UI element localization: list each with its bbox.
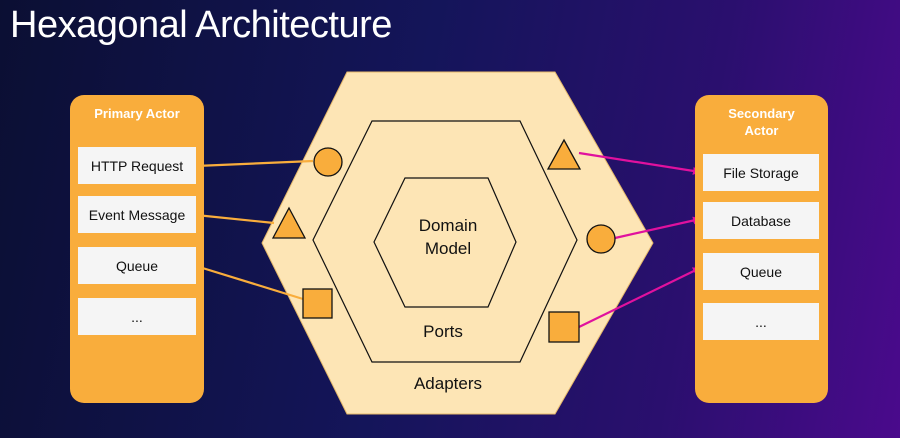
port-triangle-right	[546, 138, 582, 170]
secondary-actor-panel: Secondary Actor File Storage Database Qu…	[695, 95, 828, 403]
primary-actor-item-http-request: HTTP Request	[78, 147, 196, 184]
connector-queue-secondary	[578, 267, 701, 328]
connector-queue-primary	[195, 264, 304, 301]
port-square-right	[548, 311, 580, 343]
domain-model-label-line1: Domain	[418, 216, 478, 235]
domain-model-hexagon	[373, 177, 517, 308]
ports-hexagon	[312, 120, 578, 363]
secondary-actor-item-database: Database	[703, 202, 819, 239]
adapters-label: Adapters	[413, 374, 483, 393]
secondary-actor-item-queue: Queue	[703, 253, 819, 290]
primary-actor-panel: Primary Actor HTTP Request Event Message…	[70, 95, 204, 403]
connector-file-storage	[578, 151, 701, 175]
connector-database	[614, 216, 701, 240]
port-square-left	[302, 288, 333, 319]
primary-actor-item-event-message: Event Message	[78, 196, 196, 233]
port-triangle-left	[271, 206, 307, 239]
domain-model-label: Domain Model	[388, 214, 508, 260]
connector-http-request	[195, 159, 314, 168]
primary-actor-title: Primary Actor	[94, 106, 180, 121]
secondary-actor-item-file-storage: File Storage	[703, 154, 819, 191]
secondary-actor-item-more: ...	[703, 303, 819, 340]
secondary-actor-title: Secondary Actor	[728, 106, 795, 138]
port-circle-left	[313, 147, 343, 177]
port-circle-right	[586, 224, 616, 254]
connector-event-message	[195, 213, 275, 225]
primary-actor-item-queue: Queue	[78, 247, 196, 284]
ports-label: Ports	[423, 322, 463, 341]
primary-actor-item-more: ...	[78, 298, 196, 335]
diagram-title: Hexagonal Architecture	[10, 4, 392, 46]
domain-model-label-line2: Model	[424, 239, 472, 258]
